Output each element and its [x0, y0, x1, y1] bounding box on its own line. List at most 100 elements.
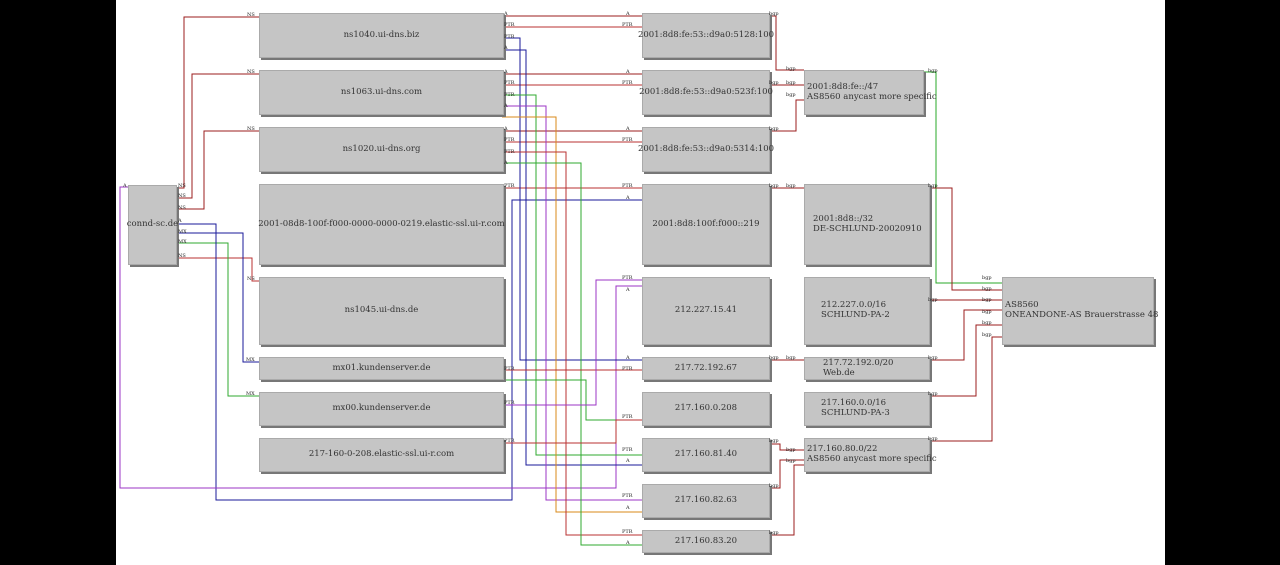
edge-label-bgp: bgp [982, 320, 992, 326]
edge-label-bgp: bgp [786, 92, 796, 98]
edge-a-ip4b [502, 37, 642, 361]
edge-label-a: A [626, 505, 630, 511]
edge-label-ns: NS [247, 12, 255, 18]
node-ip4f[interactable]: 217.160.83.20 [642, 530, 770, 553]
node-ip4d[interactable]: 217.160.81.40 [642, 438, 770, 472]
edge-bgp-pfx4 [920, 309, 1002, 361]
edge-bgp-ip6c [768, 99, 804, 132]
node-ip4e[interactable]: 217.160.82.63 [642, 484, 770, 518]
edge-label-a: A [504, 69, 508, 75]
edge-label-bgp: bgp [982, 332, 992, 338]
edge-label-ptr: PTR [622, 447, 633, 453]
node-label: 217.160.82.63 [674, 495, 738, 506]
node-label: 217.160.81.40 [674, 449, 738, 460]
edges-layer [119, 15, 1002, 546]
node-ns1020[interactable]: ns1020.ui-dns.org [259, 127, 504, 172]
edge-label-ns: NS [178, 183, 186, 189]
edge-label-a: A [504, 11, 508, 17]
node-pfx3[interactable]: 212.227.0.0/16 SCHLUND-PA-2 [804, 277, 930, 345]
edge-label-ptr: PTR [622, 493, 633, 499]
edge-mx-mx00 [175, 242, 259, 397]
node-label: ns1063.ui-dns.com [340, 86, 423, 97]
edge-label-ptr: PTR [504, 400, 515, 406]
node-ip6c[interactable]: 2001:8d8:fe:53::d9a0:5314:100 [638, 127, 774, 172]
edge-label-ptr: PTR [504, 183, 515, 189]
edge-label-bgp: bgp [769, 438, 779, 444]
edge-label-ns: NS [178, 205, 186, 211]
edge-label-bgp: bgp [786, 80, 796, 86]
node-pfx5[interactable]: 217.160.0.0/16 SCHLUND-PA-3 [804, 392, 930, 426]
edge-ns-ns1063 [175, 73, 259, 199]
edge-label-bgp: bgp [982, 275, 992, 281]
edge-bgp-pfx6 [920, 336, 1002, 442]
edge-label-bgp: bgp [786, 458, 796, 464]
node-pfx4[interactable]: 217.72.192.0/20 Web.de [804, 357, 930, 380]
edge-label-ptr: PTR [622, 183, 633, 189]
edge-a-ip6d [175, 199, 642, 501]
edge-label-a: A [626, 540, 630, 546]
edge-bgp-pfx1 [920, 71, 1002, 284]
node-ip4c[interactable]: 217.160.0.208 [642, 392, 770, 426]
node-label: 217.72.192.67 [674, 362, 738, 373]
node-mx01[interactable]: mx01.kundenserver.de [259, 357, 504, 380]
node-host6[interactable]: 2001-08d8-100f-f000-0000-0000-0219.elast… [258, 184, 505, 265]
edge-label-a: A [626, 458, 630, 464]
edge-label-bgp: bgp [786, 447, 796, 453]
node-label: 217.160.0.0/16 SCHLUND-PA-3 [821, 398, 890, 418]
edge-a-ip4a [119, 186, 642, 489]
node-pfx2[interactable]: 2001:8d8::/32 DE-SCHLUND-20020910 [804, 184, 930, 265]
edge-label-ns: NS [247, 126, 255, 132]
edge-label-a: A [626, 355, 630, 361]
node-pfx1[interactable]: 2001:8d8:fe::/47 AS8560 anycast more spe… [804, 70, 937, 115]
edge-ns-ns1045 [175, 257, 259, 282]
node-ns1040[interactable]: ns1040.ui-dns.biz [259, 13, 504, 58]
node-ip6b[interactable]: 2001:8d8:fe:53::d9a0:523f:100 [639, 70, 773, 115]
node-ns1063[interactable]: ns1063.ui-dns.com [259, 70, 504, 115]
edge-label-bgp: bgp [928, 391, 938, 397]
node-ip6a[interactable]: 2001:8d8:fe:53::d9a0:5128:100 [638, 13, 774, 58]
node-label: AS8560 ONEANDONE-AS Brauerstrasse 48 [1005, 300, 1159, 320]
edge-bgp-pfx2 [920, 187, 1002, 291]
edge-a-ip4f [502, 162, 642, 546]
edge-label-mx: MX [246, 391, 255, 397]
edge-label-bgp: bgp [769, 11, 779, 17]
edge-label-a: A [626, 11, 630, 17]
node-label: 2001:8d8:fe:53::d9a0:523f:100 [639, 86, 773, 97]
node-label: 2001:8d8:fe::/47 AS8560 anycast more spe… [807, 81, 937, 102]
edge-label-ptr: PTR [622, 137, 633, 143]
edge-label-bgp: bgp [769, 483, 779, 489]
node-as[interactable]: AS8560 ONEANDONE-AS Brauerstrasse 48 [1002, 277, 1158, 345]
node-label: mx00.kundenserver.de [332, 403, 431, 414]
node-ip4a[interactable]: 212.227.15.41 [642, 277, 770, 345]
node-mx00[interactable]: mx00.kundenserver.de [259, 392, 504, 426]
edge-label-bgp: bgp [769, 183, 779, 189]
edge-label-ns: NS [247, 276, 255, 282]
node-label: 2001:8d8:100f:f000::219 [652, 218, 760, 229]
edge-ptr-ip4f [502, 151, 642, 536]
edge-ptr-ip4c-2 [502, 419, 642, 444]
node-ip4b[interactable]: 217.72.192.67 [642, 357, 770, 380]
node-label: 217.160.83.20 [674, 535, 738, 546]
edge-ns-ns1020 [175, 130, 259, 210]
edge-label-ptr: PTR [622, 414, 633, 420]
node-host4[interactable]: 217-160-0-208.elastic-ssl.ui-r.com [259, 438, 504, 472]
edge-label-ns: NS [247, 69, 255, 75]
edge-label-mx: MX [246, 357, 255, 363]
edge-label-bgp: bgp [928, 183, 938, 189]
node-pfx6[interactable]: 217.160.80.0/22 AS8560 anycast more spec… [804, 438, 937, 472]
node-ip6d[interactable]: 2001:8d8:100f:f000::219 [642, 184, 770, 265]
node-ns1045[interactable]: ns1045.ui-dns.de [259, 277, 504, 345]
node-label: 217.160.80.0/22 AS8560 anycast more spec… [807, 444, 937, 464]
edge-label-ptr: PTR [504, 34, 515, 40]
edge-label-ptr: PTR [622, 80, 633, 86]
edge-label-ptr: PTR [504, 22, 515, 28]
node-label: 2001:8d8:fe:53::d9a0:5314:100 [637, 143, 775, 154]
node-connd[interactable]: connd-sc.de [127, 185, 178, 265]
node-label: 217.160.0.208 [674, 403, 738, 414]
edge-label-ptr: PTR [622, 275, 633, 281]
edge-mx-mx01 [175, 232, 259, 363]
edge-label-bgp: bgp [769, 80, 779, 86]
edge-label-ptr: PTR [504, 137, 515, 143]
edge-label-ns: NS [178, 193, 186, 199]
node-label: 212.227.15.41 [674, 305, 738, 316]
